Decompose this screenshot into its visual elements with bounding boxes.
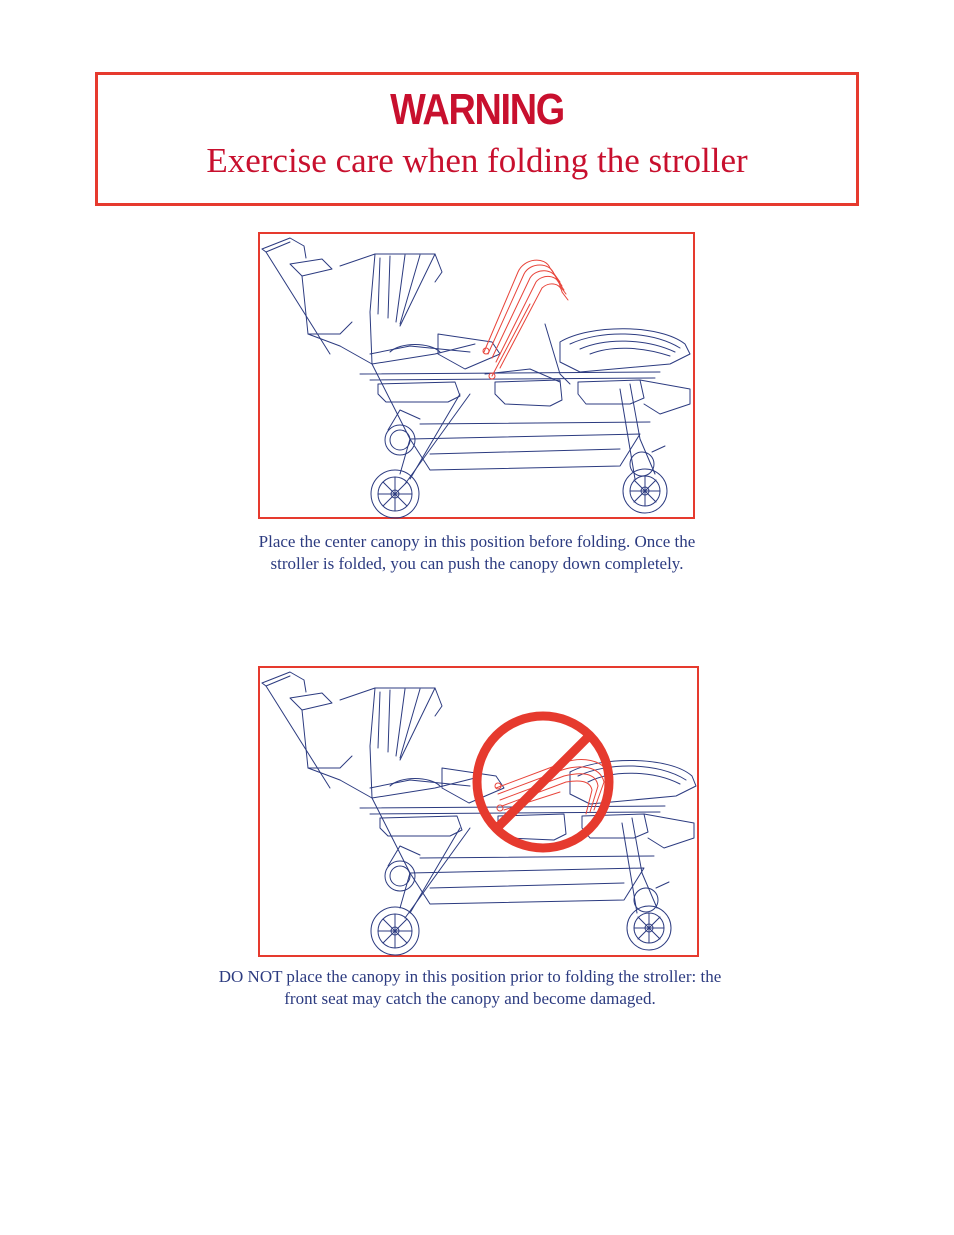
warning-box: WARNING Exercise care when folding the s…: [95, 72, 859, 206]
stroller-illustration-incorrect: [261, 671, 697, 956]
figure-correct-position: [258, 232, 695, 519]
caption-line: stroller is folded, you can push the can…: [270, 554, 684, 573]
caption-incorrect-position: DO NOT place the canopy in this position…: [150, 966, 790, 1010]
caption-line: Place the center canopy in this position…: [258, 532, 696, 551]
caption-line: DO NOT place the canopy in this position…: [218, 967, 722, 986]
caption-correct-position: Place the center canopy in this position…: [180, 531, 774, 575]
caption-line: front seat may catch the canopy and beco…: [284, 989, 656, 1008]
warning-subtitle: Exercise care when folding the stroller: [206, 141, 748, 180]
figure-incorrect-position: [258, 666, 699, 957]
prohibited-icon: [472, 711, 614, 853]
warning-title: WARNING: [390, 85, 565, 134]
stroller-illustration-correct: [261, 237, 691, 519]
